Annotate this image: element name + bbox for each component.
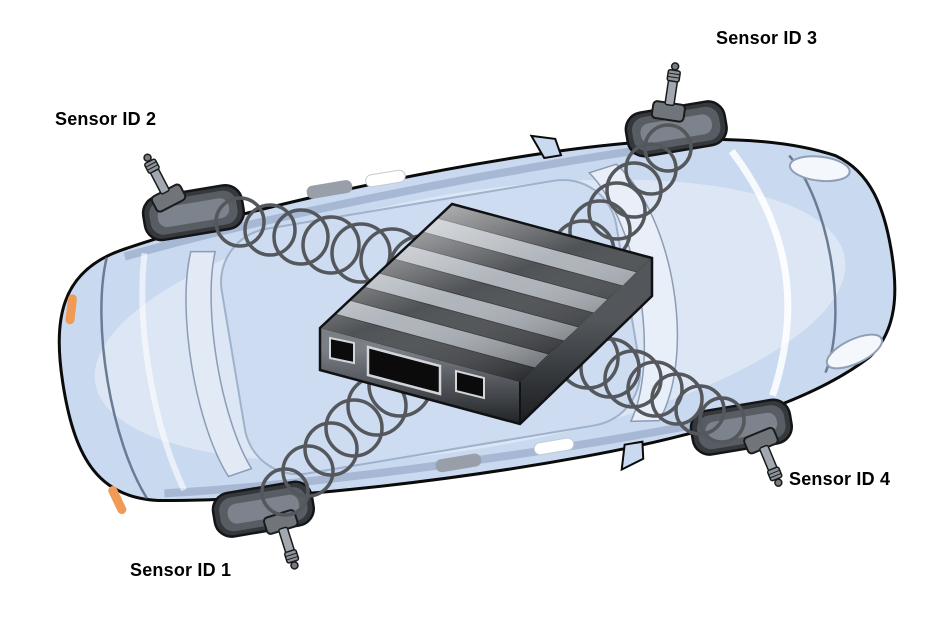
connector-port-left (329, 336, 355, 365)
side-mirror-top (529, 134, 563, 160)
side-window-dash-top (306, 180, 353, 199)
sensor-label-2: Sensor ID 2 (55, 109, 157, 129)
headlight-top (788, 155, 851, 183)
connector-port-right (455, 369, 485, 400)
side-window-glint-bottom (533, 437, 575, 456)
side-window-glint-top (365, 169, 406, 188)
rear-window (185, 250, 253, 478)
top-edge-shading (123, 141, 675, 261)
sensor-valve-2-icon (130, 146, 188, 215)
headlight-bottom (825, 333, 883, 370)
signal-coil-sensor-1 (260, 352, 433, 517)
rear-bumper-line (100, 257, 149, 499)
sensor-label-4: Sensor ID 4 (789, 469, 891, 489)
connector-port-center (366, 345, 442, 396)
side-marker-bottom (108, 486, 127, 515)
windshield (587, 163, 679, 423)
trunk-sheen (139, 252, 187, 492)
tpms-control-module (318, 202, 654, 426)
sensor-label-3: Sensor ID 3 (716, 28, 818, 48)
module-top-sheen (320, 204, 652, 382)
side-mirror-bottom (620, 440, 645, 472)
module-side-face (520, 258, 652, 424)
hood-sheen (728, 148, 792, 397)
module-outline (318, 202, 654, 426)
side-marker-top (65, 294, 77, 325)
signal-coil-sensor-4 (556, 326, 746, 444)
side-window-dash-bottom (435, 453, 482, 473)
sensor-label-1: Sensor ID 1 (130, 560, 232, 580)
